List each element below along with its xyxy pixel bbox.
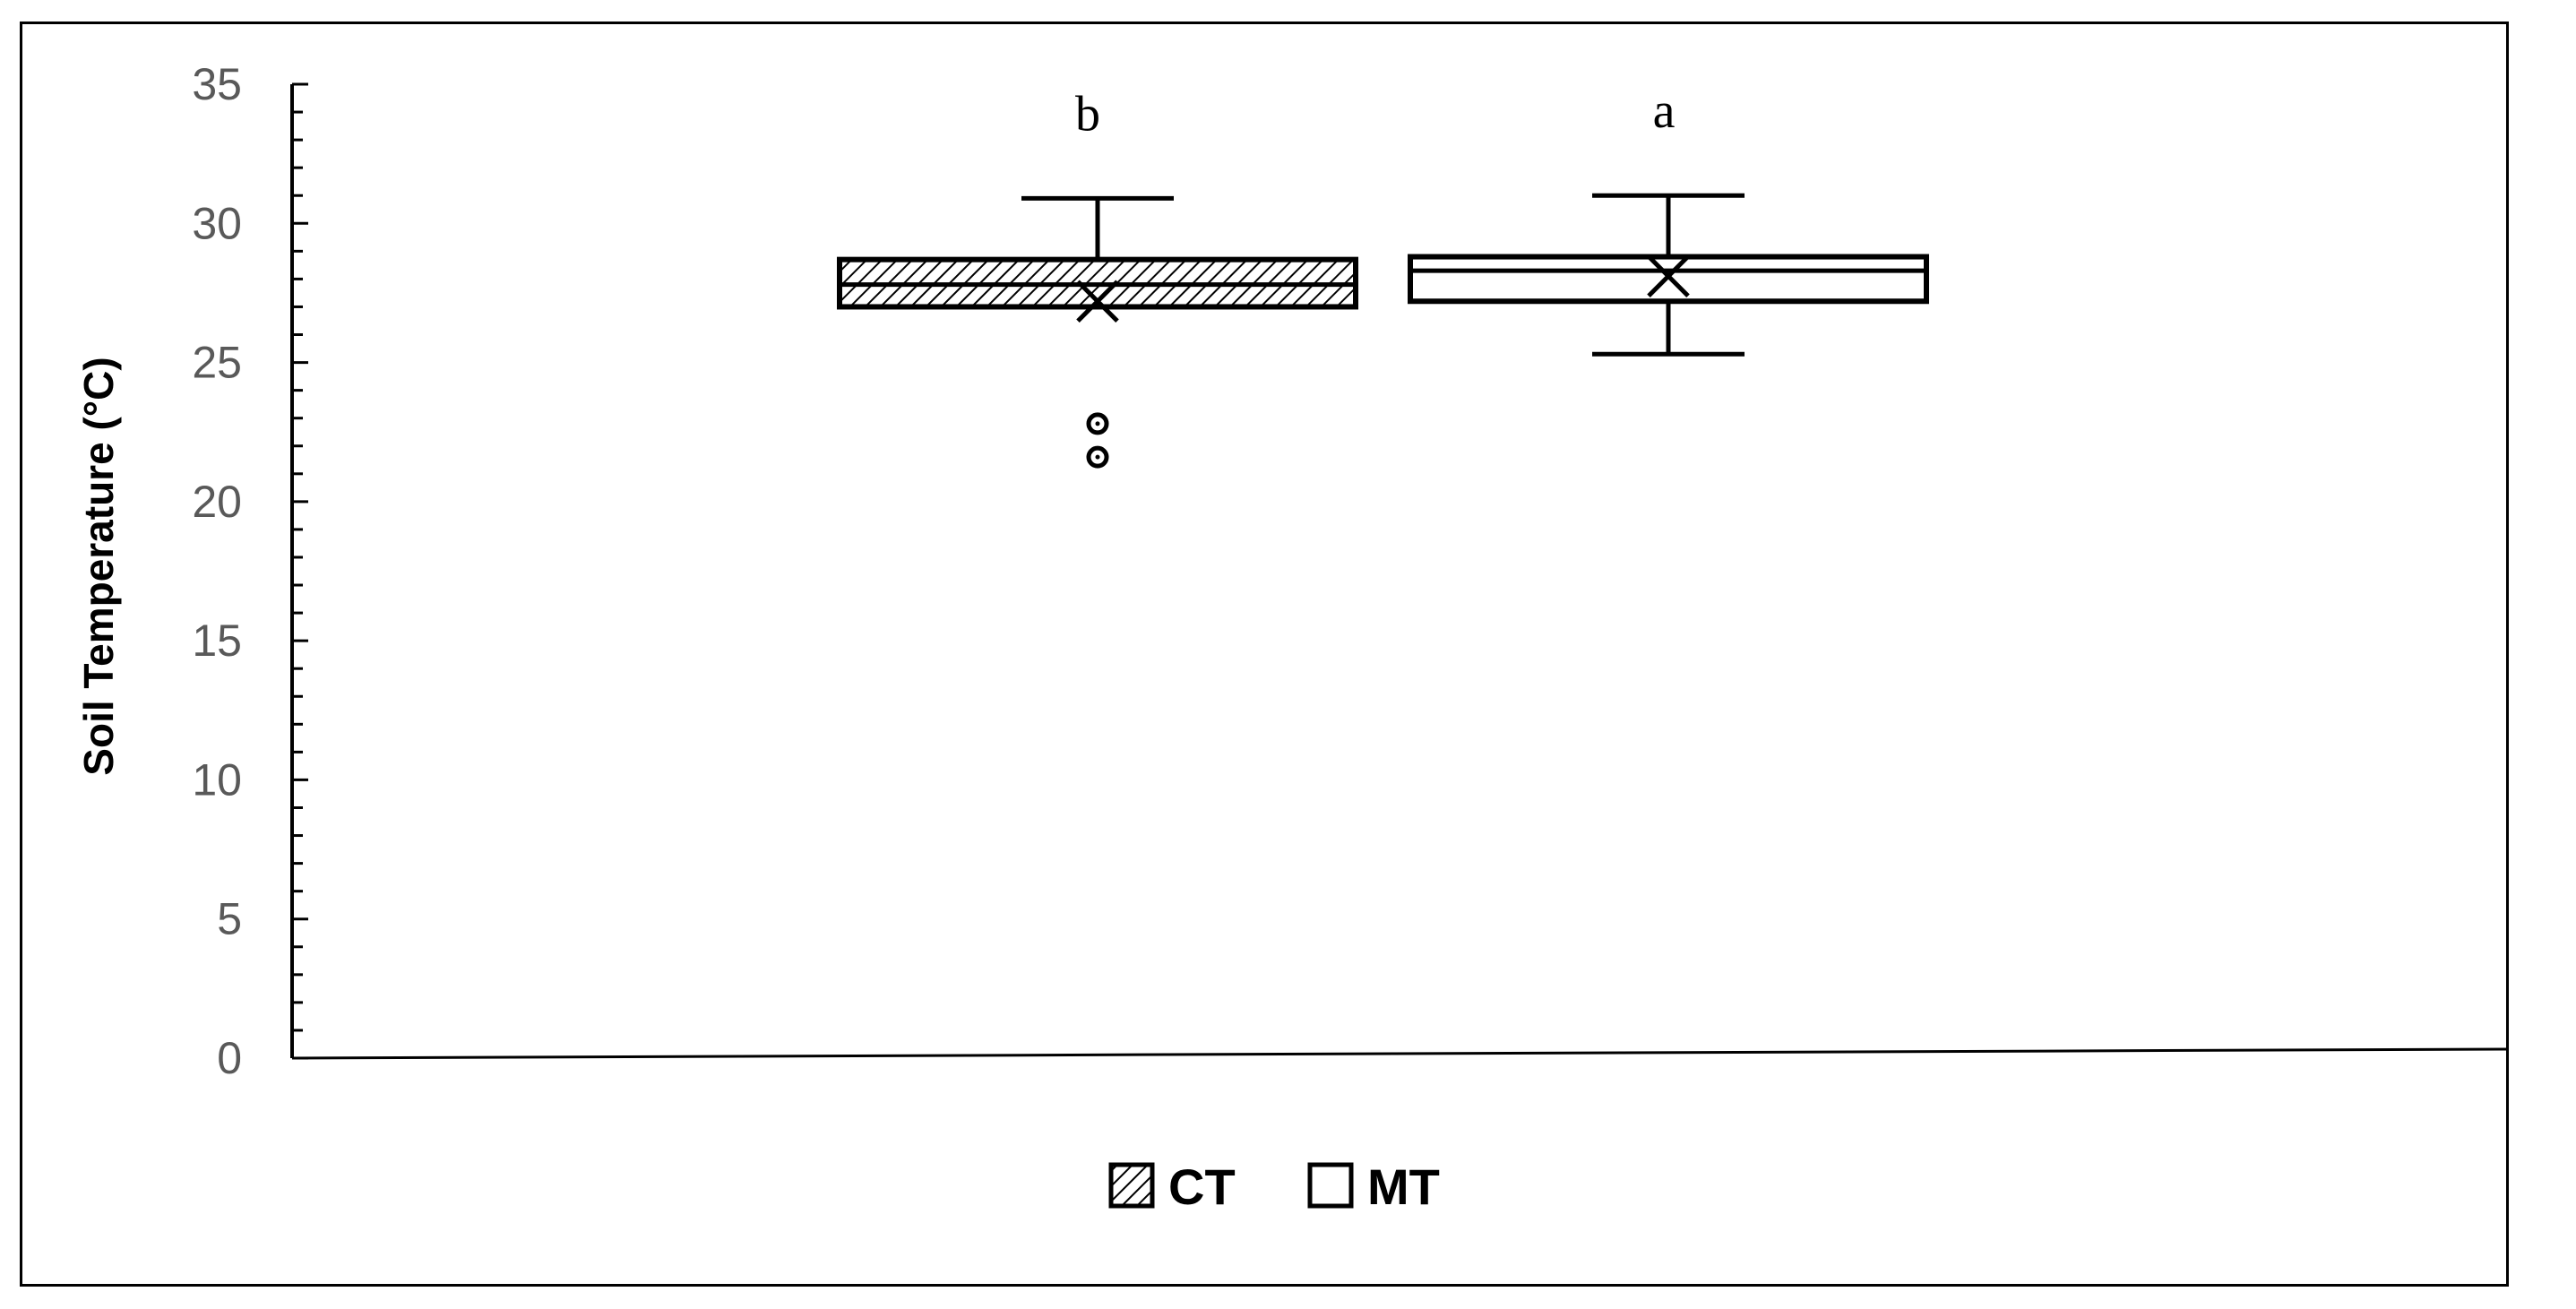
outlier-point-center (1095, 421, 1100, 426)
y-tick-label: 25 (192, 338, 242, 388)
y-tick-label: 15 (192, 616, 242, 666)
mean-marker (1647, 254, 1690, 298)
legend-swatch-mt (1307, 1162, 1354, 1209)
y-tick-label: 10 (192, 754, 242, 805)
chart-frame (20, 22, 2509, 1287)
y-axis: 0 5 10 15 20 25 30 35 (192, 59, 308, 1083)
box-mt: a (1408, 83, 1929, 357)
box-ct: b (837, 86, 1358, 469)
y-tick-label: 20 (192, 477, 242, 527)
mean-marker (1076, 280, 1119, 323)
legend-label-mt: MT (1367, 1158, 1440, 1215)
y-tick-label: 35 (192, 59, 242, 109)
x-axis-line (291, 1047, 2507, 1060)
y-tick-label: 5 (217, 894, 242, 944)
x-axis (291, 1047, 2507, 1060)
outlier-point-center (1095, 454, 1100, 460)
significance-letter: a (1653, 83, 1676, 139)
significance-letter: b (1075, 86, 1100, 142)
legend-swatch-ct (1108, 1162, 1155, 1209)
legend-label-ct: CT (1168, 1158, 1236, 1215)
y-tick-label: 0 (217, 1033, 242, 1083)
legend: CT MT (1108, 1158, 1440, 1215)
y-tick-label: 30 (192, 198, 242, 248)
interquartile-box (1408, 254, 1929, 305)
y-axis-label: Soil Temperature (°C) (75, 357, 122, 775)
